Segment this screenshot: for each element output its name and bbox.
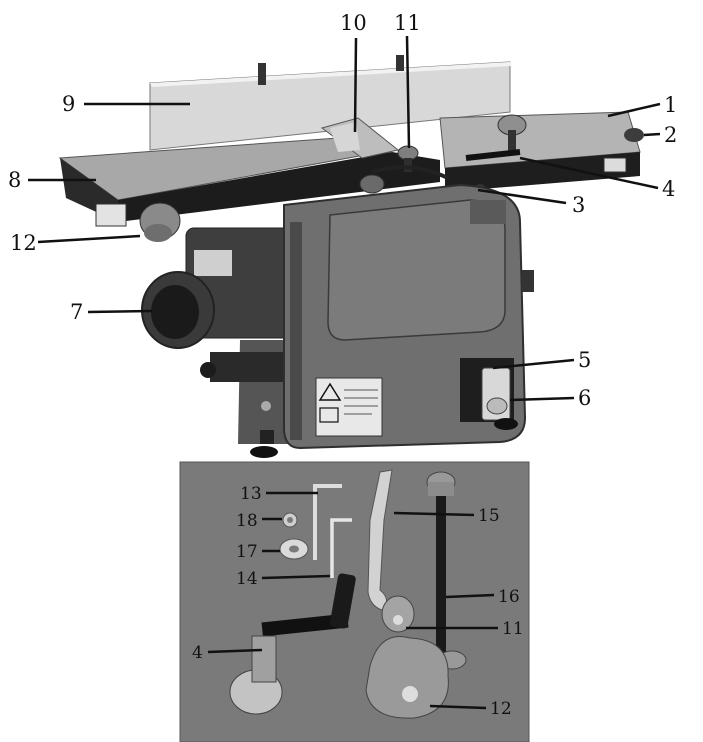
label-6: 6 — [578, 386, 591, 410]
label-11: 11 — [394, 11, 421, 35]
label-16: 16 — [498, 587, 520, 607]
label-5: 5 — [578, 348, 591, 372]
label-1: 1 — [664, 93, 677, 117]
bottom-leaders — [207, 491, 498, 710]
threaded-rod — [436, 486, 446, 656]
planer-thicknesser — [58, 55, 644, 458]
warning-label — [315, 377, 383, 437]
bottom-labels: 13 18 17 14 15 16 11 4 12 — [192, 484, 524, 719]
hex-key-small — [330, 518, 352, 578]
label-15: 15 — [478, 506, 500, 526]
label-18: 18 — [236, 511, 258, 531]
label-4: 4 — [662, 177, 675, 201]
top-leaders — [28, 35, 661, 402]
small-knob — [381, 595, 415, 633]
label-2: 2 — [664, 123, 677, 147]
hex-key-large — [313, 484, 342, 560]
label-11-bottom: 11 — [502, 619, 524, 639]
label-12: 12 — [10, 231, 37, 255]
manual-book-icon — [319, 407, 339, 423]
label-10: 10 — [340, 11, 367, 35]
large-knob — [365, 636, 449, 719]
label-4-bottom: 4 — [192, 643, 203, 663]
label-7: 7 — [70, 300, 83, 324]
label-14: 14 — [236, 569, 258, 589]
top-labels: 1 2 3 4 5 6 7 8 9 10 11 12 — [8, 11, 677, 410]
label-3: 3 — [572, 193, 585, 217]
accessories-photo — [179, 461, 530, 742]
warning-triangle-icon — [318, 382, 342, 401]
label-17: 17 — [236, 542, 258, 562]
label-12-bottom: 12 — [490, 699, 512, 719]
label-13: 13 — [240, 484, 262, 504]
crank-arm — [261, 613, 349, 637]
label-9: 9 — [62, 92, 75, 116]
label-8: 8 — [8, 168, 21, 192]
